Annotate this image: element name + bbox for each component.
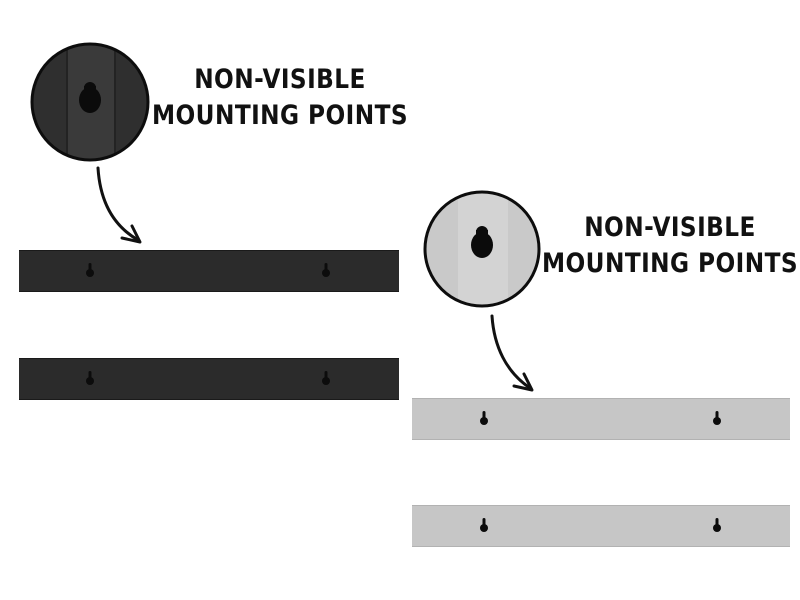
keyhole-slot-icon [713, 518, 721, 532]
white-shelf-bar [412, 505, 790, 547]
keyhole-slot-icon [79, 82, 101, 113]
keyhole-slot-icon [86, 371, 94, 385]
callout-line-2: MOUNTING POINTS [541, 248, 799, 279]
keyhole-slot-icon [471, 226, 493, 258]
keyhole-slot-icon [322, 263, 330, 277]
white-callout-heading: NON-VISIBLE MOUNTING POINTS [532, 210, 800, 282]
keyhole-slot-icon [322, 371, 330, 385]
curved-arrow-icon [96, 166, 140, 242]
black-callout-heading: NON-VISIBLE MOUNTING POINTS [142, 62, 417, 134]
curved-arrow-icon [490, 314, 532, 390]
keyhole-slot-icon [480, 518, 488, 532]
keyhole-slot-icon [480, 411, 488, 425]
keyhole-slot-icon [713, 411, 721, 425]
black-shelf-bar [19, 250, 399, 292]
black-shelf-bar [19, 358, 399, 400]
callout-line-2: MOUNTING POINTS [151, 100, 409, 131]
white-shelf-bar [412, 398, 790, 440]
keyhole-slot-icon [86, 263, 94, 277]
callout-line-1: NON-VISIBLE [194, 64, 366, 95]
callout-line-1: NON-VISIBLE [584, 212, 756, 243]
